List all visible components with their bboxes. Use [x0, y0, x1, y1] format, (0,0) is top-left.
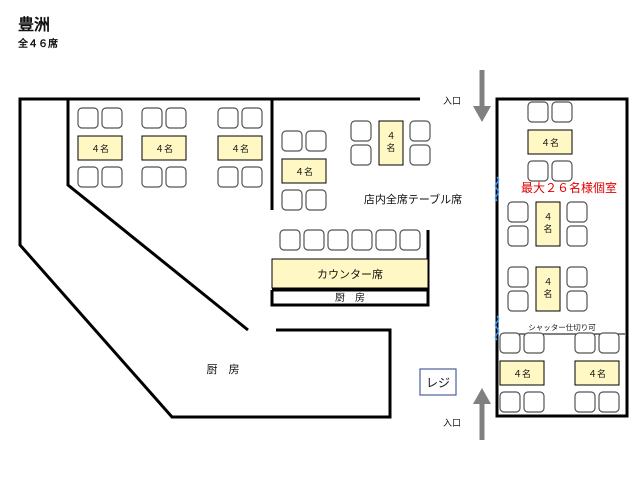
table-t10: ４名	[574, 332, 620, 413]
table-top	[378, 120, 404, 166]
table-t1: ４名	[77, 107, 123, 188]
chair	[523, 391, 545, 413]
seat-count: 全４６席	[17, 37, 58, 50]
all-table-seats-label: 店内全席テーブル席	[364, 192, 462, 206]
table-top	[535, 201, 561, 247]
shutter-label: シャッター仕切り可	[528, 322, 596, 332]
table-t6: ４名	[527, 101, 573, 182]
chair	[165, 107, 187, 129]
table-capacity-label: ４名	[513, 368, 531, 380]
table-t3: ４名	[217, 107, 263, 188]
table-top	[281, 158, 327, 184]
chair	[523, 332, 545, 354]
table-capacity-label: ４名	[541, 137, 559, 149]
entrance-label-top: 入口	[443, 96, 461, 107]
table-top	[574, 360, 620, 386]
chair	[507, 201, 529, 223]
table-t2: ４名	[141, 107, 187, 188]
chair	[566, 201, 588, 223]
chair	[566, 266, 588, 288]
kitchen-label-small: 厨 房	[335, 291, 365, 304]
entrance-arrow-bottom	[473, 388, 491, 440]
chair	[566, 225, 588, 247]
chair	[77, 166, 99, 188]
table-capacity-label: ４名	[231, 143, 249, 155]
table-capacity-label: ４名	[386, 132, 395, 154]
table-capacity-label: ４名	[295, 166, 313, 178]
chair	[507, 290, 529, 312]
table-t8: ４名	[507, 266, 588, 312]
entrance-label-bottom: 入口	[443, 418, 461, 429]
register-box	[419, 368, 457, 396]
chair	[527, 101, 549, 123]
chair	[281, 130, 303, 152]
chair	[499, 332, 521, 354]
table-t9: ４名	[499, 332, 545, 413]
table-capacity-label: ４名	[91, 143, 109, 155]
chair	[350, 144, 372, 166]
chair	[527, 160, 549, 182]
counter-stools	[279, 229, 421, 251]
chair	[598, 332, 620, 354]
chair	[305, 189, 327, 211]
counter-label: カウンター席	[317, 267, 383, 281]
chair	[507, 266, 529, 288]
chair	[141, 166, 163, 188]
table-t5: ４名	[350, 120, 431, 166]
chair	[598, 391, 620, 413]
chair	[551, 101, 573, 123]
table-capacity-label: ４名	[588, 368, 606, 380]
chair	[141, 107, 163, 129]
chair	[574, 332, 596, 354]
table-capacity-label: ４名	[155, 143, 173, 155]
entrance-arrow-top	[473, 70, 491, 122]
chair	[551, 160, 573, 182]
table-top	[77, 135, 123, 161]
chair	[507, 225, 529, 247]
tables: ４名 ４名 ４名 ４名 ４名 ４名 ４名 ４名 ４名 ４名	[77, 101, 620, 413]
table-top	[141, 135, 187, 161]
page-title: 豊洲	[18, 15, 50, 34]
chair	[499, 391, 521, 413]
chair	[241, 166, 263, 188]
chair	[77, 107, 99, 129]
chair	[101, 166, 123, 188]
table-capacity-label: ４名	[543, 213, 552, 235]
table-top	[527, 129, 573, 155]
counter	[271, 258, 429, 289]
chair	[574, 391, 596, 413]
table-top	[535, 266, 561, 312]
table-capacity-label: ４名	[543, 278, 552, 300]
table-top	[499, 360, 545, 386]
private-room-walls	[495, 97, 629, 418]
table-t7: ４名	[507, 201, 588, 247]
chair	[350, 120, 372, 142]
kitchen-label-large: 厨 房	[207, 363, 240, 376]
chair	[217, 166, 239, 188]
table-t4: ４名	[281, 130, 327, 211]
chair	[409, 144, 431, 166]
chair	[305, 130, 327, 152]
shutter-partition	[494, 176, 500, 341]
chair	[241, 107, 263, 129]
table-top	[217, 135, 263, 161]
chair	[101, 107, 123, 129]
chair	[217, 107, 239, 129]
register-label: レジ	[426, 376, 450, 390]
private-room-label: 最大２６名様個室	[521, 180, 617, 195]
chair	[409, 120, 431, 142]
chair	[281, 189, 303, 211]
chair	[165, 166, 187, 188]
main-room-walls	[18, 97, 430, 419]
chair	[566, 290, 588, 312]
